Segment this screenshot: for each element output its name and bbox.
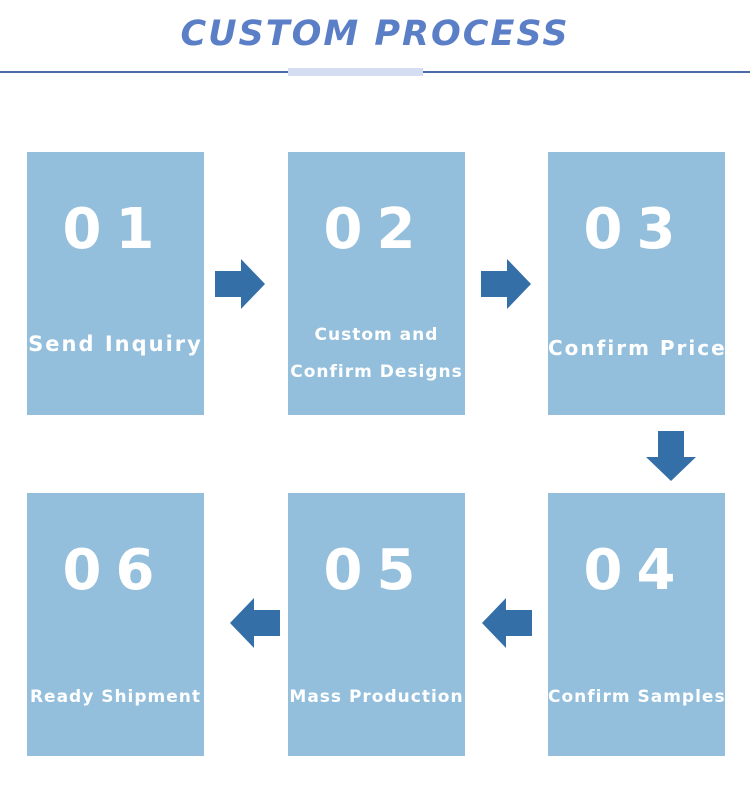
step-card-01: 01 Send Inquiry — [27, 152, 204, 415]
step-label: Custom and Confirm Designs — [290, 325, 463, 382]
arrow-left-icon — [230, 598, 280, 648]
step-card-04: 04 Confirm Samples — [548, 493, 725, 756]
page-title: CUSTOM PROCESS — [180, 14, 570, 54]
arrow-right-icon — [215, 259, 265, 309]
step-label: Mass Production — [289, 687, 464, 707]
title-divider-accent — [288, 68, 423, 76]
step-card-03: 03 Confirm Price — [548, 152, 725, 415]
step-label: Send Inquiry — [28, 332, 203, 356]
arrow-right-icon — [481, 259, 531, 309]
arrow-down-icon — [646, 431, 696, 481]
step-label: Confirm Price — [548, 336, 727, 360]
step-number: 03 — [583, 197, 690, 262]
step-number: 06 — [62, 538, 169, 603]
step-number: 01 — [62, 197, 169, 262]
step-number: 02 — [323, 197, 430, 262]
step-number: 04 — [583, 538, 690, 603]
step-card-02: 02 Custom and Confirm Designs — [288, 152, 465, 415]
step-card-06: 06 Ready Shipment — [27, 493, 204, 756]
arrow-left-icon — [482, 598, 532, 648]
step-number: 05 — [323, 538, 430, 603]
step-card-05: 05 Mass Production — [288, 493, 465, 756]
step-label: Ready Shipment — [29, 687, 202, 707]
step-label: Confirm Samples — [548, 687, 726, 707]
